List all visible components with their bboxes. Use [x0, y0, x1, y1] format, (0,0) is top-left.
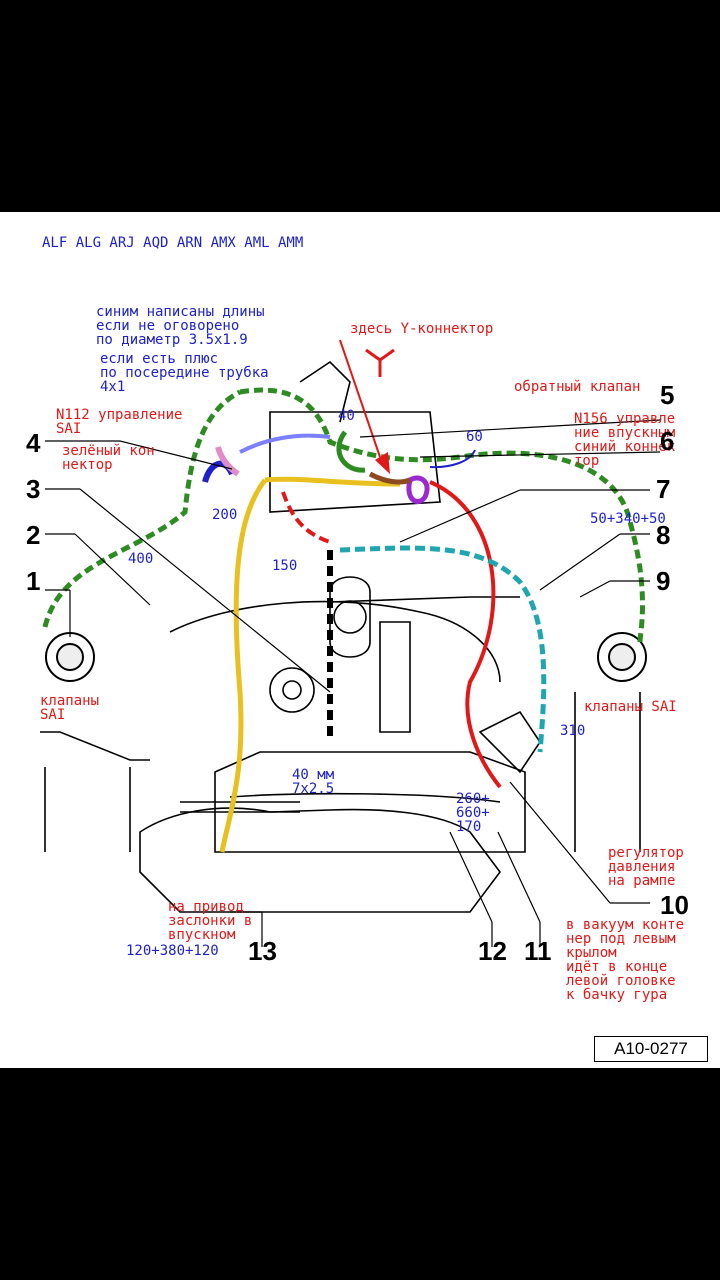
red-hose-right	[429, 480, 502, 789]
callout-9: 9	[656, 566, 671, 596]
callout-12: 12	[478, 936, 507, 966]
yellow-hose-top	[264, 476, 401, 487]
callout-4: 4	[26, 428, 41, 458]
note-n112: N112 управление SAI	[56, 407, 183, 437]
green-loop	[336, 430, 366, 473]
callout-2: 2	[26, 520, 41, 550]
length-120-380-120: 120+380+120	[126, 943, 219, 959]
note-sai-left: клапаны SAI	[40, 693, 100, 723]
engine-vacuum-diagram	[40, 339, 661, 947]
purple-loop	[406, 475, 430, 504]
length-200: 200	[212, 507, 238, 523]
intake-pipe	[180, 801, 300, 813]
length-400: 400	[128, 551, 154, 567]
length-50-340-50: 50+340+50	[590, 511, 666, 527]
throttle-body	[329, 576, 371, 658]
blue-arrow-60	[429, 449, 476, 469]
block-right	[574, 692, 641, 852]
length-60: 60	[466, 429, 483, 445]
note-sai-right: клапаны SAI	[584, 699, 677, 715]
yellow-hose	[219, 478, 267, 853]
callout-3: 3	[26, 474, 41, 504]
length-150: 150	[272, 558, 298, 574]
fuel-rail	[329, 596, 520, 603]
callout-1: 1	[26, 566, 41, 596]
note-lengths: синим написаны длины если не оговорено п…	[96, 304, 265, 348]
blue-hose	[239, 433, 331, 454]
y-connector-icon	[365, 348, 395, 377]
length-260-660-170: 260+ 660+ 170	[456, 791, 490, 835]
length-310: 310	[560, 723, 586, 739]
block-left	[44, 767, 131, 852]
callout-13: 13	[248, 936, 277, 966]
figure-reference: A10-0277	[594, 1036, 708, 1062]
callout-5: 5	[660, 380, 675, 410]
sensor-rod	[40, 731, 150, 761]
note-vacuum: в вакуум конте нер под левым крылом идёт…	[566, 917, 685, 1003]
callout-8: 8	[656, 520, 671, 550]
callout-6: 6	[660, 426, 675, 456]
callout-7: 7	[656, 474, 671, 504]
callout-11: 11	[524, 936, 552, 966]
sai-valve-right	[597, 632, 647, 682]
pan	[214, 751, 526, 853]
diagram-sheet: ALF ALG ARJ AQD ARN AMX AML AMM синим на…	[0, 212, 720, 1068]
note-check-valve: обратный клапан	[514, 379, 641, 395]
throttle-hole	[333, 600, 367, 634]
note-green-connector: зелёный кон нектор	[62, 443, 155, 473]
length-40mm: 40 мм 7x2.5	[292, 767, 335, 797]
length-40: 40	[338, 408, 355, 424]
note-intake-drive: на привод заслонки в впускном	[168, 899, 253, 943]
cyan-hose	[339, 545, 547, 753]
red-hose-left	[281, 491, 331, 544]
engine-codes-header: ALF ALG ARJ AQD ARN AMX AML AMM	[42, 235, 304, 251]
manifold-upper	[169, 600, 501, 683]
pan-inner	[229, 792, 501, 803]
callout-10: 10	[660, 890, 689, 920]
note-plus: если есть плюс по посередине трубка 4x1	[100, 351, 269, 395]
intake-manifold	[139, 807, 501, 913]
note-y-connector: здесь Y-коннектор	[350, 321, 494, 337]
note-regulator: регулятор давления на рампе	[608, 845, 684, 889]
sai-valve-left	[45, 632, 95, 682]
red-arrow-head	[375, 452, 390, 474]
regulator-body	[478, 710, 541, 774]
red-arrow	[339, 339, 381, 458]
distributor	[379, 621, 411, 733]
valve-top	[299, 360, 351, 423]
alternator	[269, 667, 315, 713]
note-n156: N156 управле ние впускным синий коннек т…	[574, 411, 676, 469]
brown-hose	[368, 471, 411, 485]
pink-hose	[215, 446, 240, 477]
